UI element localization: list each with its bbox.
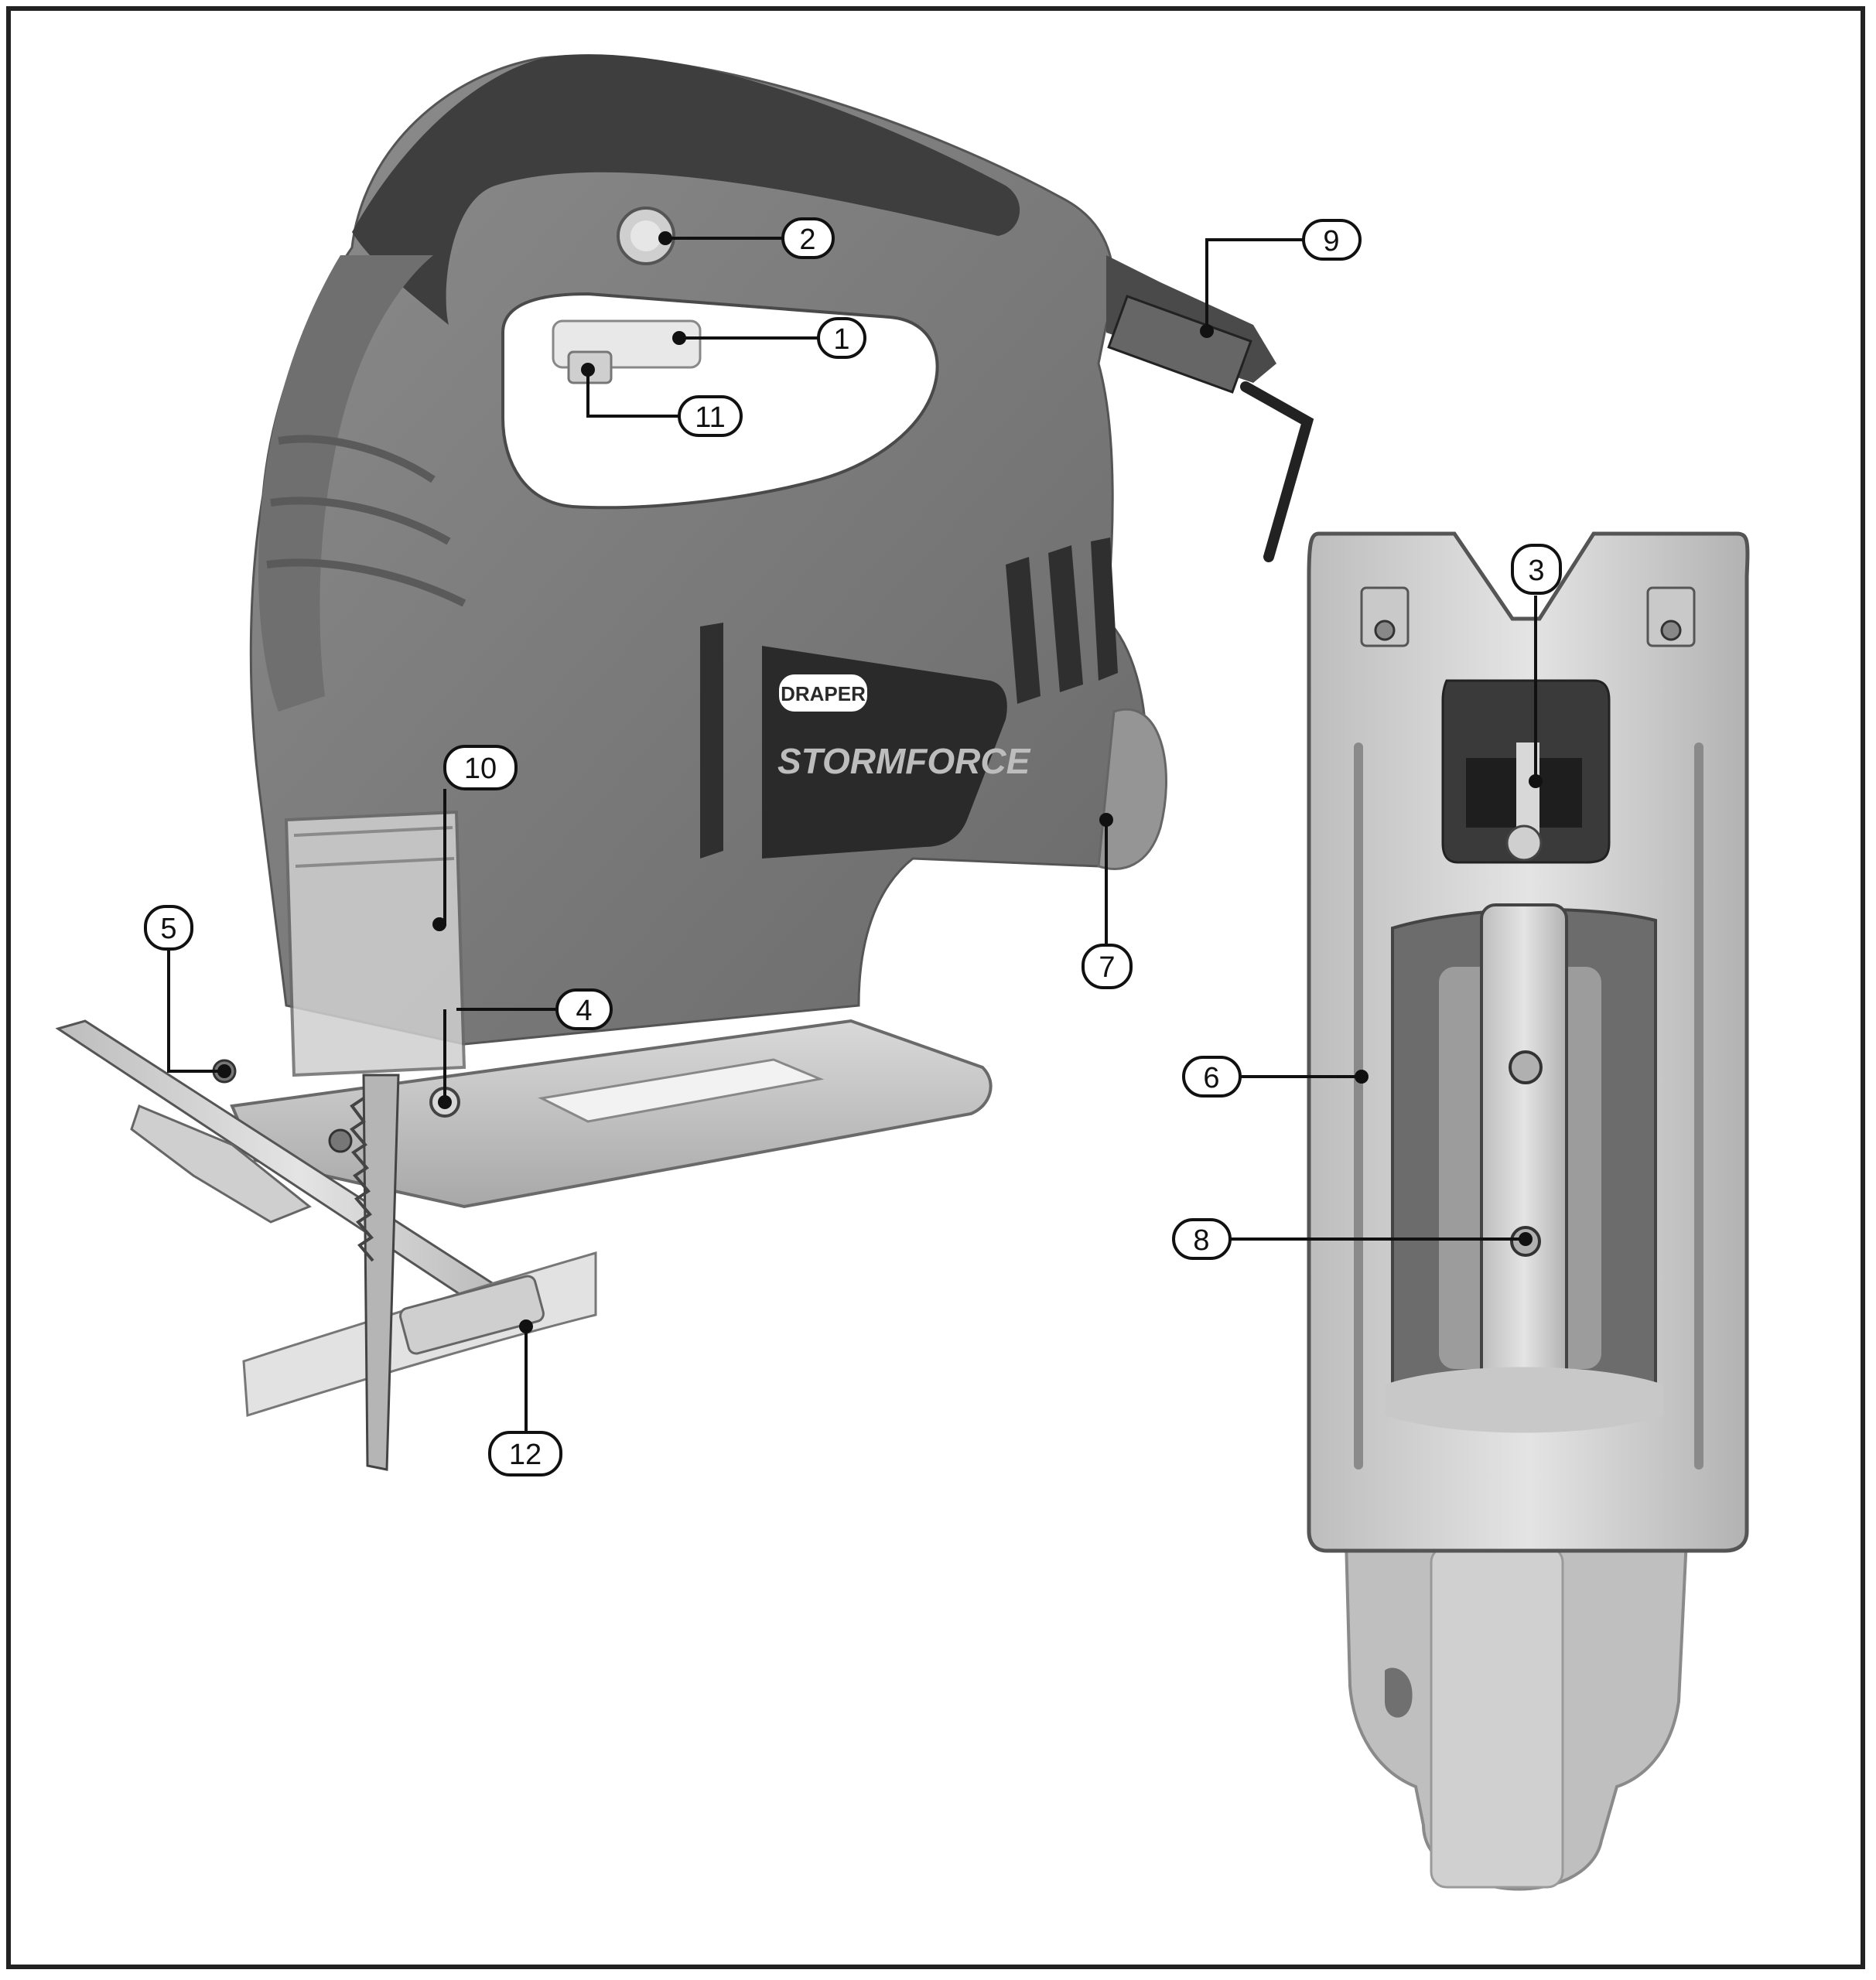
callout-5: 5 xyxy=(144,905,193,951)
dust-port xyxy=(1097,708,1167,870)
callout-11: 11 xyxy=(678,395,743,437)
product-line-logo: STORMFORCE xyxy=(777,741,1031,781)
leader-dots xyxy=(217,231,1543,1333)
svg-text:11: 11 xyxy=(695,401,725,434)
svg-text:1: 1 xyxy=(833,323,849,356)
leader-4 xyxy=(443,1008,557,1102)
hex-key xyxy=(1240,381,1314,562)
svg-text:7: 7 xyxy=(1099,951,1115,984)
leader-lines xyxy=(167,237,1537,1432)
callout-10: 10 xyxy=(443,745,518,790)
bevel-bracket xyxy=(1480,903,1568,1401)
svg-text:10: 10 xyxy=(464,753,497,785)
svg-text:3: 3 xyxy=(1528,555,1544,587)
svg-text:6: 6 xyxy=(1203,1062,1219,1094)
callout-2: 2 xyxy=(781,217,835,259)
blade-guard xyxy=(284,810,466,1077)
callout-6: 6 xyxy=(1182,1056,1242,1098)
fence-screw-2 xyxy=(328,1128,353,1153)
saw-blade xyxy=(362,1074,400,1471)
front-nose xyxy=(258,255,433,712)
callout-8: 8 xyxy=(1172,1218,1232,1260)
motor-vents xyxy=(700,538,1118,859)
jigsaw-bottom-view xyxy=(1307,531,1750,1891)
jigsaw-side-view: DRAPER STORMFORCE xyxy=(55,54,1314,1471)
callout-12: 12 xyxy=(488,1431,562,1476)
svg-text:2: 2 xyxy=(799,224,815,256)
callout-9: 9 xyxy=(1302,219,1362,261)
top-grip xyxy=(352,54,1020,325)
bevel-bolt xyxy=(1509,1050,1543,1084)
svg-text:12: 12 xyxy=(509,1439,542,1471)
leader-9 xyxy=(1205,238,1304,331)
svg-text:4: 4 xyxy=(576,995,592,1027)
svg-text:8: 8 xyxy=(1193,1224,1209,1257)
callout-1: 1 xyxy=(817,317,866,359)
svg-text:5: 5 xyxy=(160,913,176,945)
leader-5 xyxy=(167,950,224,1073)
diagram-border xyxy=(6,6,1865,1969)
callout-3: 3 xyxy=(1511,544,1562,595)
brand-logo: DRAPER xyxy=(781,682,866,705)
svg-text:9: 9 xyxy=(1323,225,1339,258)
callout-7: 7 xyxy=(1082,944,1133,989)
callout-4: 4 xyxy=(555,988,613,1030)
leader-11 xyxy=(586,370,679,418)
